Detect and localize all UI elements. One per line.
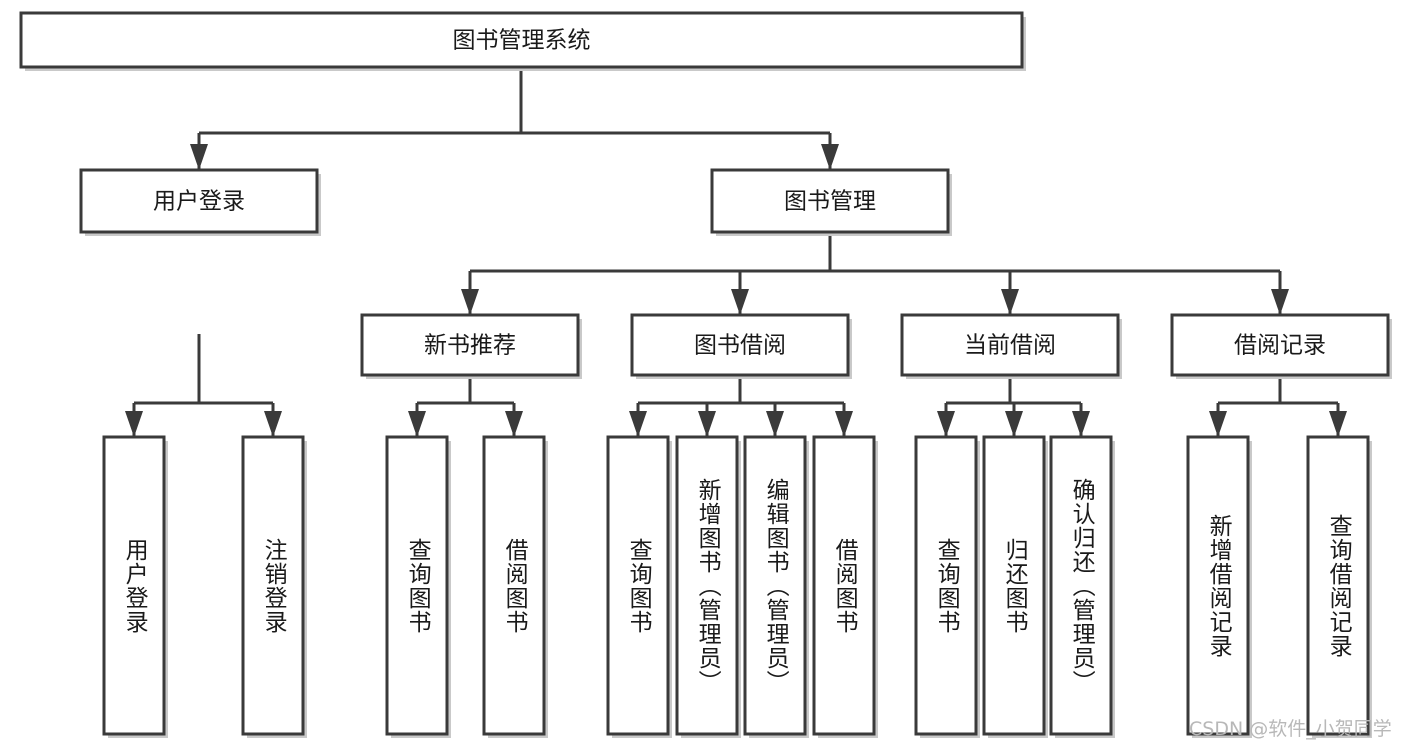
arrow-head-icon — [408, 411, 426, 437]
leaf-node-1[interactable] — [241, 435, 305, 736]
leaf-node-5[interactable] — [675, 435, 739, 736]
arrow-head-icon — [505, 411, 523, 437]
leaf-node-2[interactable] — [385, 435, 449, 736]
arrow-head-icon — [1209, 411, 1227, 437]
arrow-head-icon — [190, 144, 208, 170]
leaf-node-0[interactable] — [102, 435, 166, 736]
leaf-node-9[interactable] — [982, 435, 1046, 736]
leaf-node-4[interactable] — [606, 435, 670, 736]
arrow-head-icon — [264, 411, 282, 437]
level3-node-2-label: 当前借阅 — [964, 333, 1056, 359]
arrow-head-icon — [1001, 289, 1019, 315]
level3-node-3[interactable] — [1170, 313, 1390, 377]
arrow-head-icon — [125, 411, 143, 437]
level2-node-1-label: 图书管理 — [784, 189, 876, 215]
leaf-node-10[interactable] — [1049, 435, 1113, 736]
level2-node-0[interactable] — [79, 168, 319, 234]
leaf-node-7[interactable] — [812, 435, 876, 736]
leaf-node-3[interactable] — [482, 435, 546, 736]
arrow-head-icon — [821, 144, 839, 170]
leaf-node-6[interactable] — [743, 435, 807, 736]
level3-node-1[interactable] — [630, 313, 850, 377]
level2-node-0-label: 用户登录 — [153, 189, 245, 215]
box-layer — [19, 11, 1392, 738]
arrow-head-icon — [1005, 411, 1023, 437]
arrow-head-icon — [629, 411, 647, 437]
level3-node-2[interactable] — [900, 313, 1120, 377]
root-node-label: 图书管理系统 — [453, 28, 591, 54]
level3-node-0[interactable] — [360, 313, 580, 377]
connector-layer — [125, 67, 1347, 437]
level3-node-1-label: 图书借阅 — [694, 333, 786, 359]
level3-node-0-label: 新书推荐 — [424, 333, 516, 359]
arrow-head-icon — [698, 411, 716, 437]
arrow-head-icon — [835, 411, 853, 437]
root-node[interactable] — [19, 11, 1024, 69]
level3-node-3-label: 借阅记录 — [1234, 333, 1326, 359]
arrow-head-icon — [766, 411, 784, 437]
arrow-head-icon — [1271, 289, 1289, 315]
arrow-head-icon — [461, 289, 479, 315]
level2-node-1[interactable] — [710, 168, 950, 234]
leaf-node-11[interactable] — [1186, 435, 1250, 736]
arrow-head-icon — [1329, 411, 1347, 437]
arrow-head-icon — [731, 289, 749, 315]
arrow-head-icon — [937, 411, 955, 437]
arrow-head-icon — [1072, 411, 1090, 437]
leaf-node-12[interactable] — [1306, 435, 1370, 736]
watermark-text: CSDN @软件_小贺同学 — [1189, 718, 1392, 740]
leaf-node-8[interactable] — [914, 435, 978, 736]
